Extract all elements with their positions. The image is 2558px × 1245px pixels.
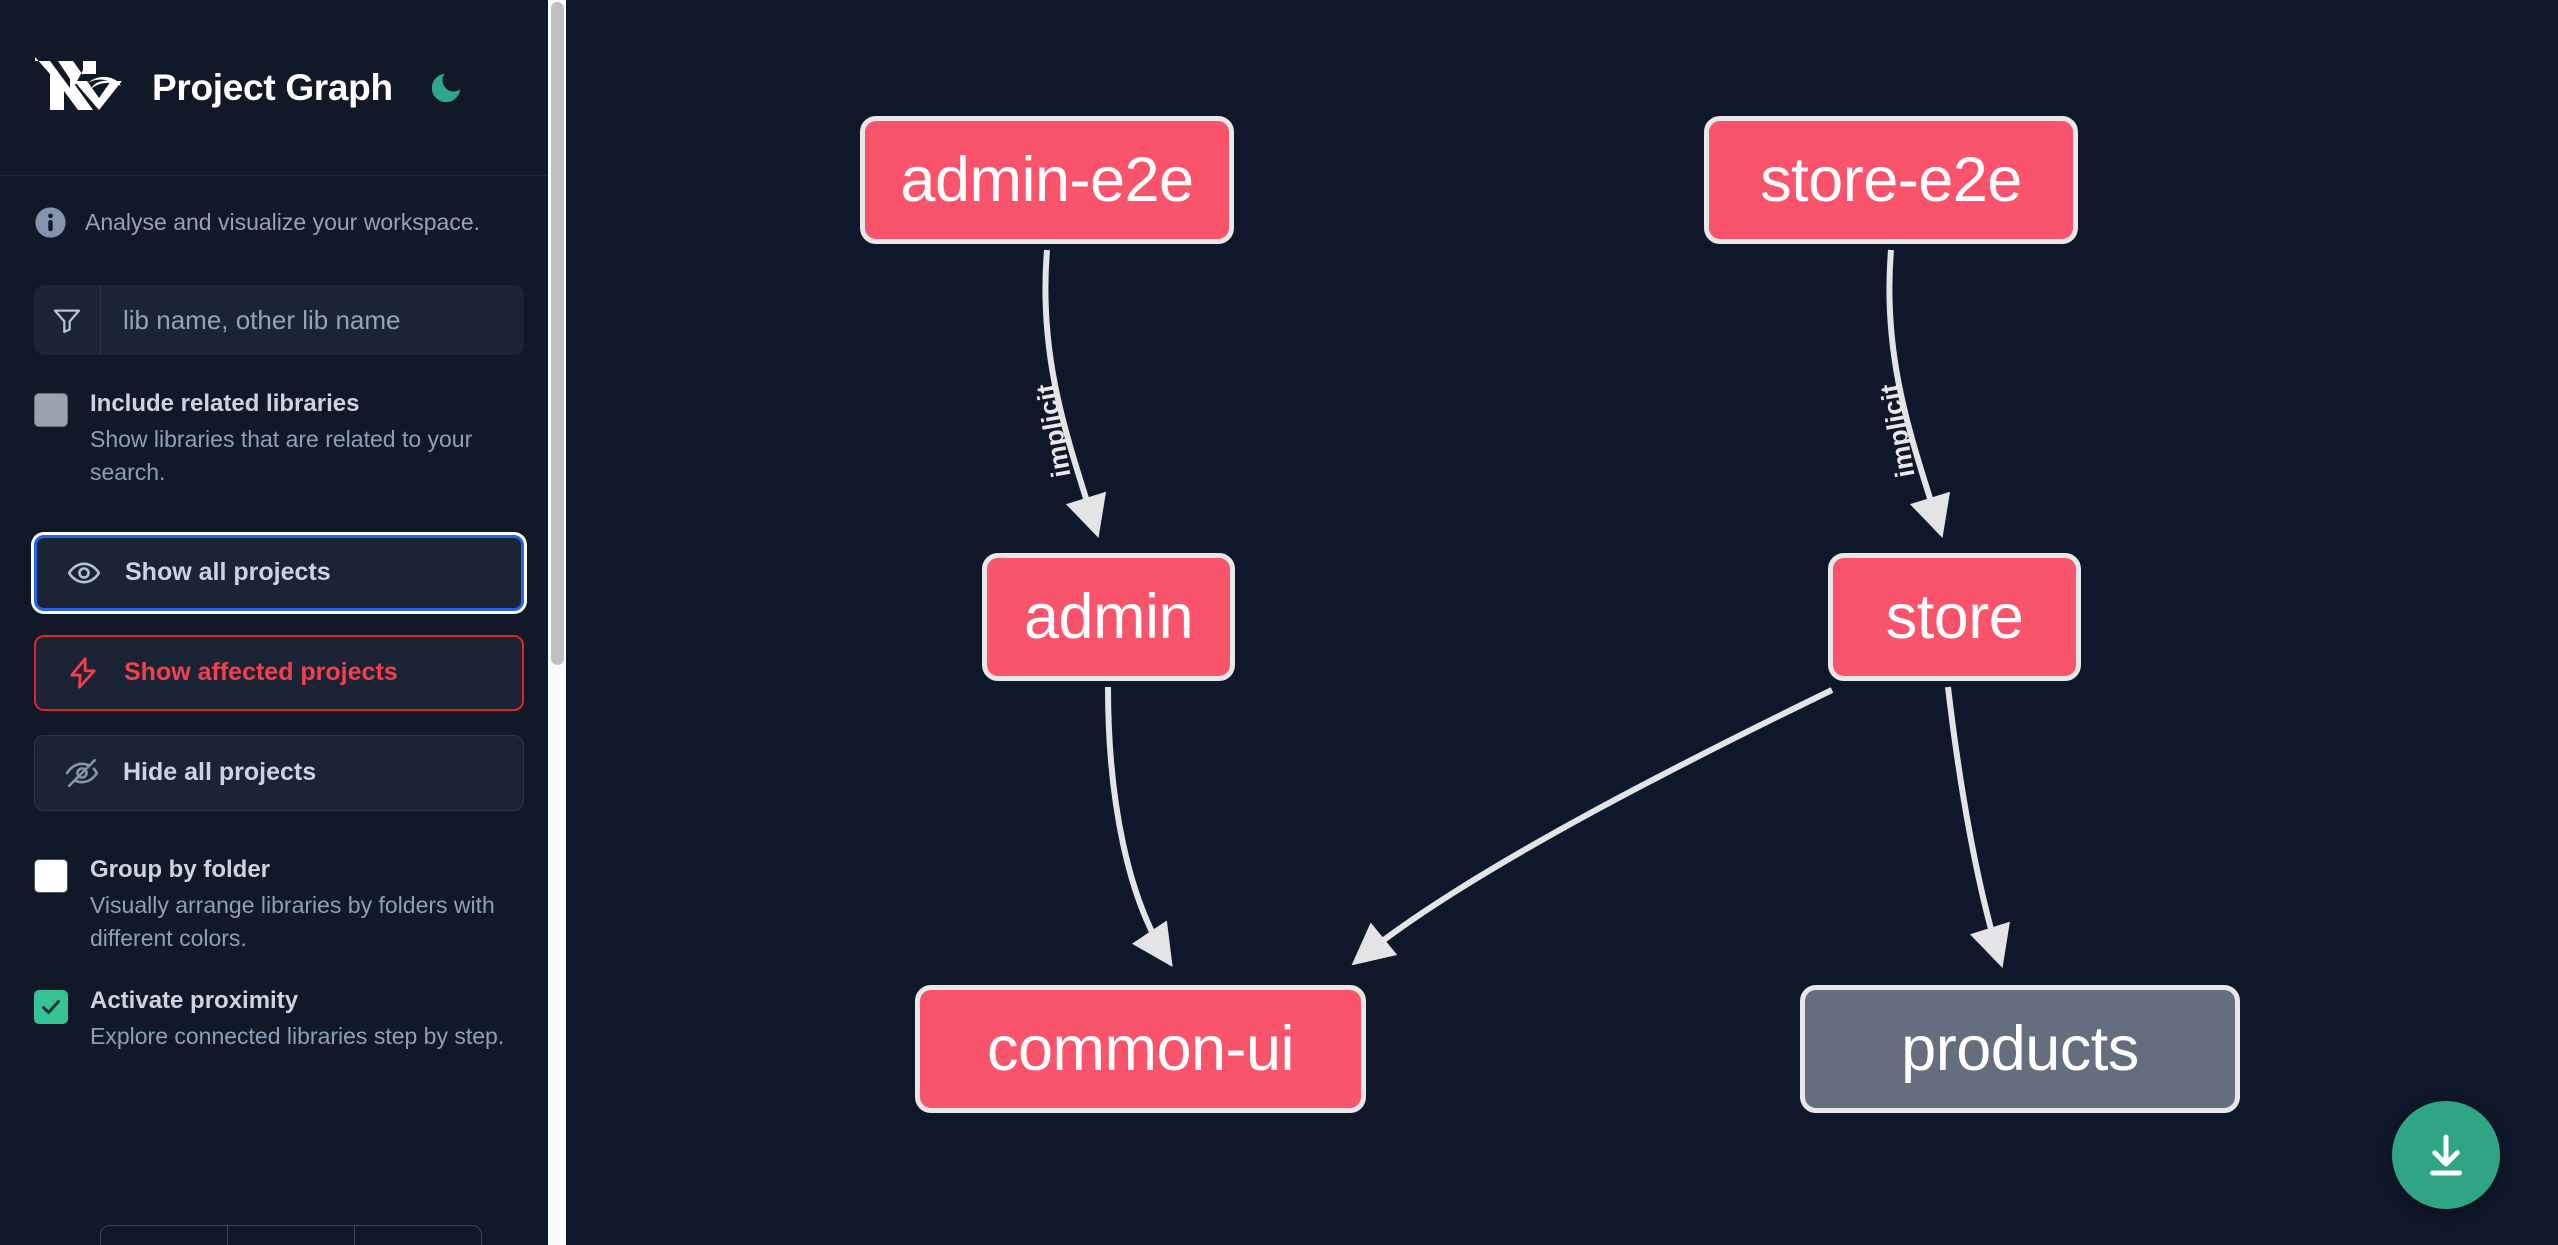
visibility-button-group: Show all projects Show affected projects… [34, 534, 524, 811]
segment-3[interactable] [355, 1226, 481, 1245]
graph-node-admin-e2e[interactable]: admin-e2e [860, 116, 1234, 244]
checkbox-group-by-folder[interactable] [34, 858, 68, 893]
graph-node-label: products [1901, 1014, 2139, 1084]
option-include-related-libraries[interactable]: Include related libraries Show libraries… [0, 389, 558, 489]
project-graph-canvas[interactable]: admin-e2e store-e2e admin store common-u… [568, 0, 2558, 1245]
lightning-bolt-icon [70, 657, 96, 689]
segment-1[interactable] [101, 1226, 228, 1245]
page-title: Project Graph [152, 66, 393, 108]
graph-edges [1042, 249, 2010, 969]
eye-icon [67, 562, 101, 584]
edge-store-products [1945, 686, 2010, 969]
eye-off-icon [65, 758, 99, 787]
segmented-control[interactable] [100, 1225, 482, 1245]
option-activate-proximity[interactable]: Activate proximity Explore connected lib… [0, 986, 558, 1053]
sidebar: Project Graph Analyse and visualize your… [0, 0, 558, 1245]
graph-node-label: common-ui [986, 1014, 1295, 1084]
tagline-text: Analyse and visualize your workspace. [85, 209, 481, 235]
edge-store-common-ui [1351, 687, 1834, 966]
option-description: Explore connected libraries step by step… [90, 1023, 505, 1050]
option-group-by-folder[interactable]: Group by folder Visually arrange librari… [0, 855, 558, 955]
option-label: Group by folder [90, 855, 270, 883]
graph-node-label: store [1885, 582, 2024, 652]
graph-node-store[interactable]: store [1828, 553, 2081, 681]
download-button[interactable] [2392, 1101, 2500, 1209]
edge-store-e2e-store [1886, 249, 1951, 539]
edge-admin-e2e-admin [1042, 249, 1107, 539]
info-icon [35, 207, 66, 238]
graph-node-products[interactable]: products [1800, 985, 2240, 1113]
show-affected-projects-label: Show affected projects [124, 658, 398, 687]
edge-admin-common-ui [1105, 686, 1173, 967]
segment-2[interactable] [228, 1226, 355, 1245]
search-box[interactable] [34, 285, 524, 355]
graph-node-common-ui[interactable]: common-ui [915, 985, 1366, 1113]
option-description: Visually arrange libraries by folders wi… [90, 891, 495, 951]
hide-all-projects-label: Hide all projects [123, 758, 317, 787]
check-icon [42, 1000, 60, 1015]
checkbox-include-related-libraries[interactable] [34, 393, 68, 427]
moon-icon[interactable] [425, 67, 467, 109]
graph-node-label: store-e2e [1760, 145, 2022, 215]
show-affected-projects-button[interactable]: Show affected projects [34, 634, 524, 711]
show-all-projects-button[interactable]: Show all projects [34, 534, 524, 611]
graph-node-store-e2e[interactable]: store-e2e [1704, 116, 2078, 244]
graph-node-admin[interactable]: admin [982, 553, 1235, 681]
nx-logo-icon [35, 56, 122, 110]
show-all-projects-label: Show all projects [125, 558, 331, 587]
graph-node-label: admin [1023, 582, 1194, 652]
tagline-row: Analyse and visualize your workspace. [0, 176, 558, 261]
search-input[interactable] [101, 285, 524, 355]
option-label: Activate proximity [90, 987, 299, 1015]
graph-node-label: admin-e2e [900, 145, 1194, 215]
sidebar-scrollbar-thumb[interactable] [551, 2, 564, 665]
filter-funnel-icon [34, 285, 101, 355]
option-description: Show libraries that are related to your … [90, 426, 473, 485]
download-icon [2430, 1134, 2462, 1176]
checkbox-activate-proximity[interactable] [34, 990, 68, 1025]
option-label: Include related libraries [90, 390, 360, 417]
hide-all-projects-button[interactable]: Hide all projects [34, 734, 524, 811]
sidebar-header: Project Graph [0, 0, 558, 176]
